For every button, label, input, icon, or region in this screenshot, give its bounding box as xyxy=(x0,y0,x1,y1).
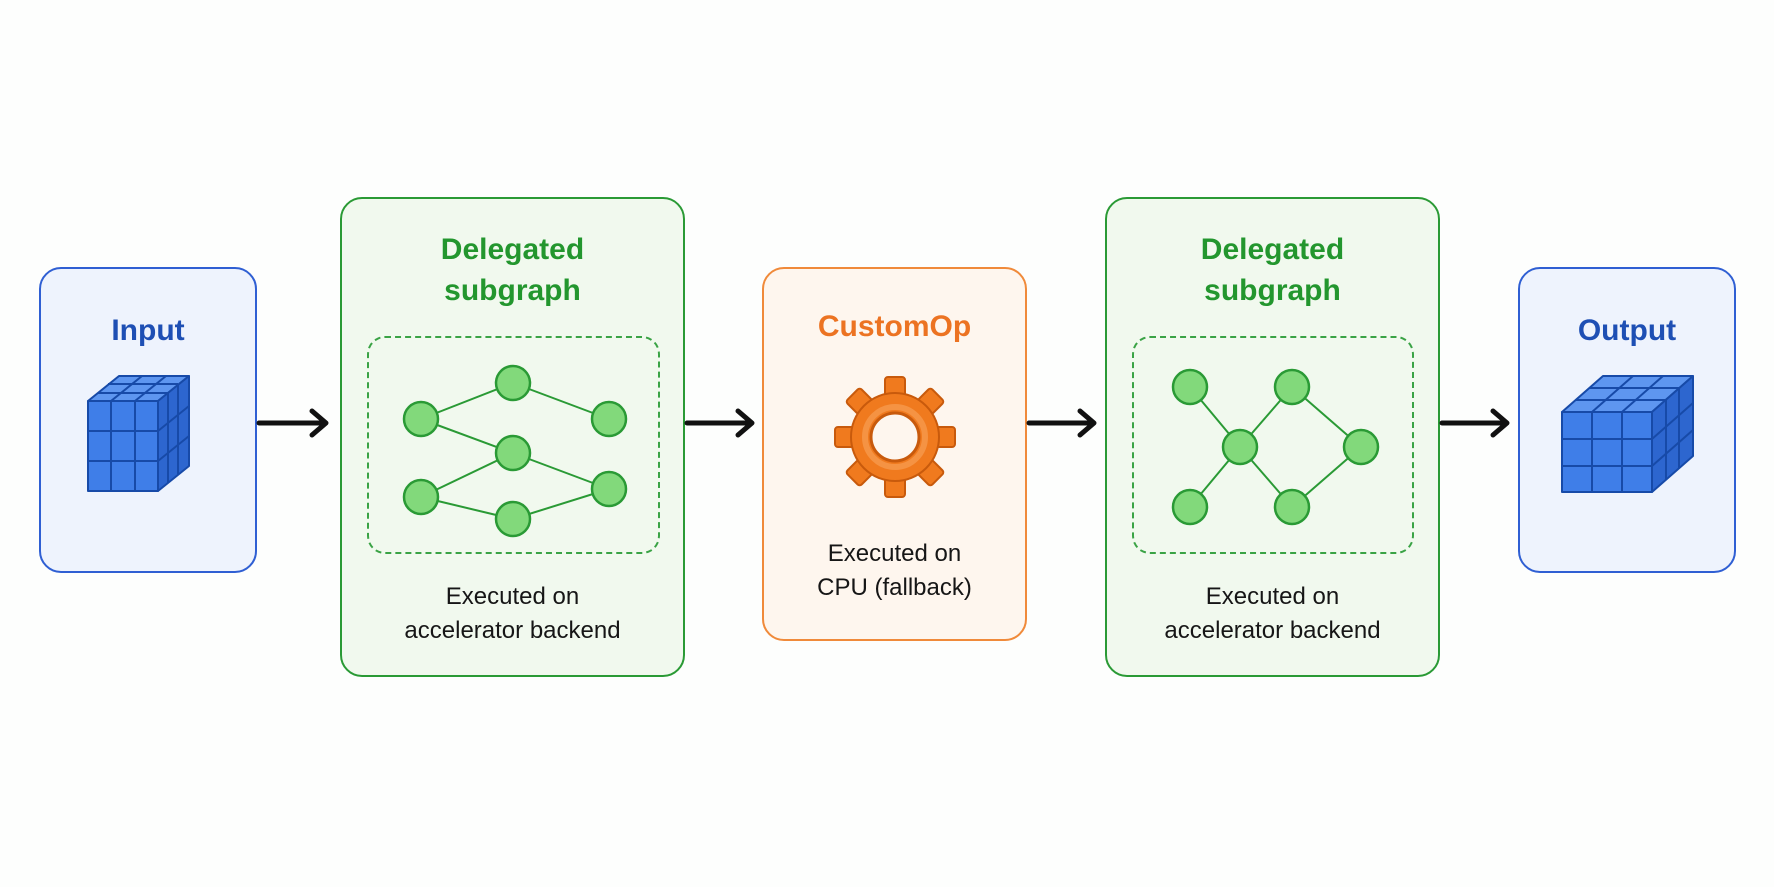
neural-graph-icon xyxy=(402,364,628,538)
subgraph-1-caption: Executed on accelerator backend xyxy=(342,580,683,648)
subgraph-2-graph-region xyxy=(1132,336,1414,554)
subgraph-1-title-line1: Delegated xyxy=(440,233,585,266)
subgraph-2-caption-line1: Executed on xyxy=(1205,583,1340,610)
subgraph-2-caption-line2: accelerator backend xyxy=(1164,617,1381,644)
subgraph-1-caption-line1: Executed on xyxy=(445,583,580,610)
subgraph-1-title-line2: subgraph xyxy=(444,274,581,307)
tensor-cube-icon xyxy=(1561,375,1694,493)
custom-op-node: CustomOp Executed on CPU xyxy=(762,267,1027,641)
arrow-right-icon xyxy=(1439,408,1510,438)
tensor-cube-icon xyxy=(87,375,190,492)
delegated-subgraph-2: Delegated subgraph Executed xyxy=(1105,197,1440,677)
arrow-right-icon xyxy=(256,408,329,438)
gear-icon xyxy=(834,376,956,498)
custom-op-caption: Executed on CPU (fallback) xyxy=(764,537,1025,605)
subgraph-1-caption-line2: accelerator backend xyxy=(404,617,621,644)
input-title: Input xyxy=(111,314,185,347)
subgraph-2-caption: Executed on accelerator backend xyxy=(1107,580,1438,648)
neural-graph-icon xyxy=(1171,368,1380,526)
output-node: Output xyxy=(1518,267,1736,573)
custom-op-caption-line1: Executed on xyxy=(827,540,962,567)
custom-op-caption-line2: CPU (fallback) xyxy=(817,574,972,601)
subgraph-2-title-line1: Delegated xyxy=(1200,233,1345,266)
subgraph-1-graph-region xyxy=(367,336,660,554)
delegated-subgraph-1: Delegated subgraph xyxy=(340,197,685,677)
subgraph-2-title-line2: subgraph xyxy=(1204,274,1341,307)
custom-op-title: CustomOp xyxy=(817,310,972,343)
subgraph-1-title: Delegated subgraph xyxy=(342,229,683,311)
input-node: Input xyxy=(39,267,257,573)
output-title: Output xyxy=(1577,314,1677,347)
subgraph-2-title: Delegated subgraph xyxy=(1107,229,1438,311)
arrow-right-icon xyxy=(684,408,755,438)
arrow-right-icon xyxy=(1026,408,1097,438)
